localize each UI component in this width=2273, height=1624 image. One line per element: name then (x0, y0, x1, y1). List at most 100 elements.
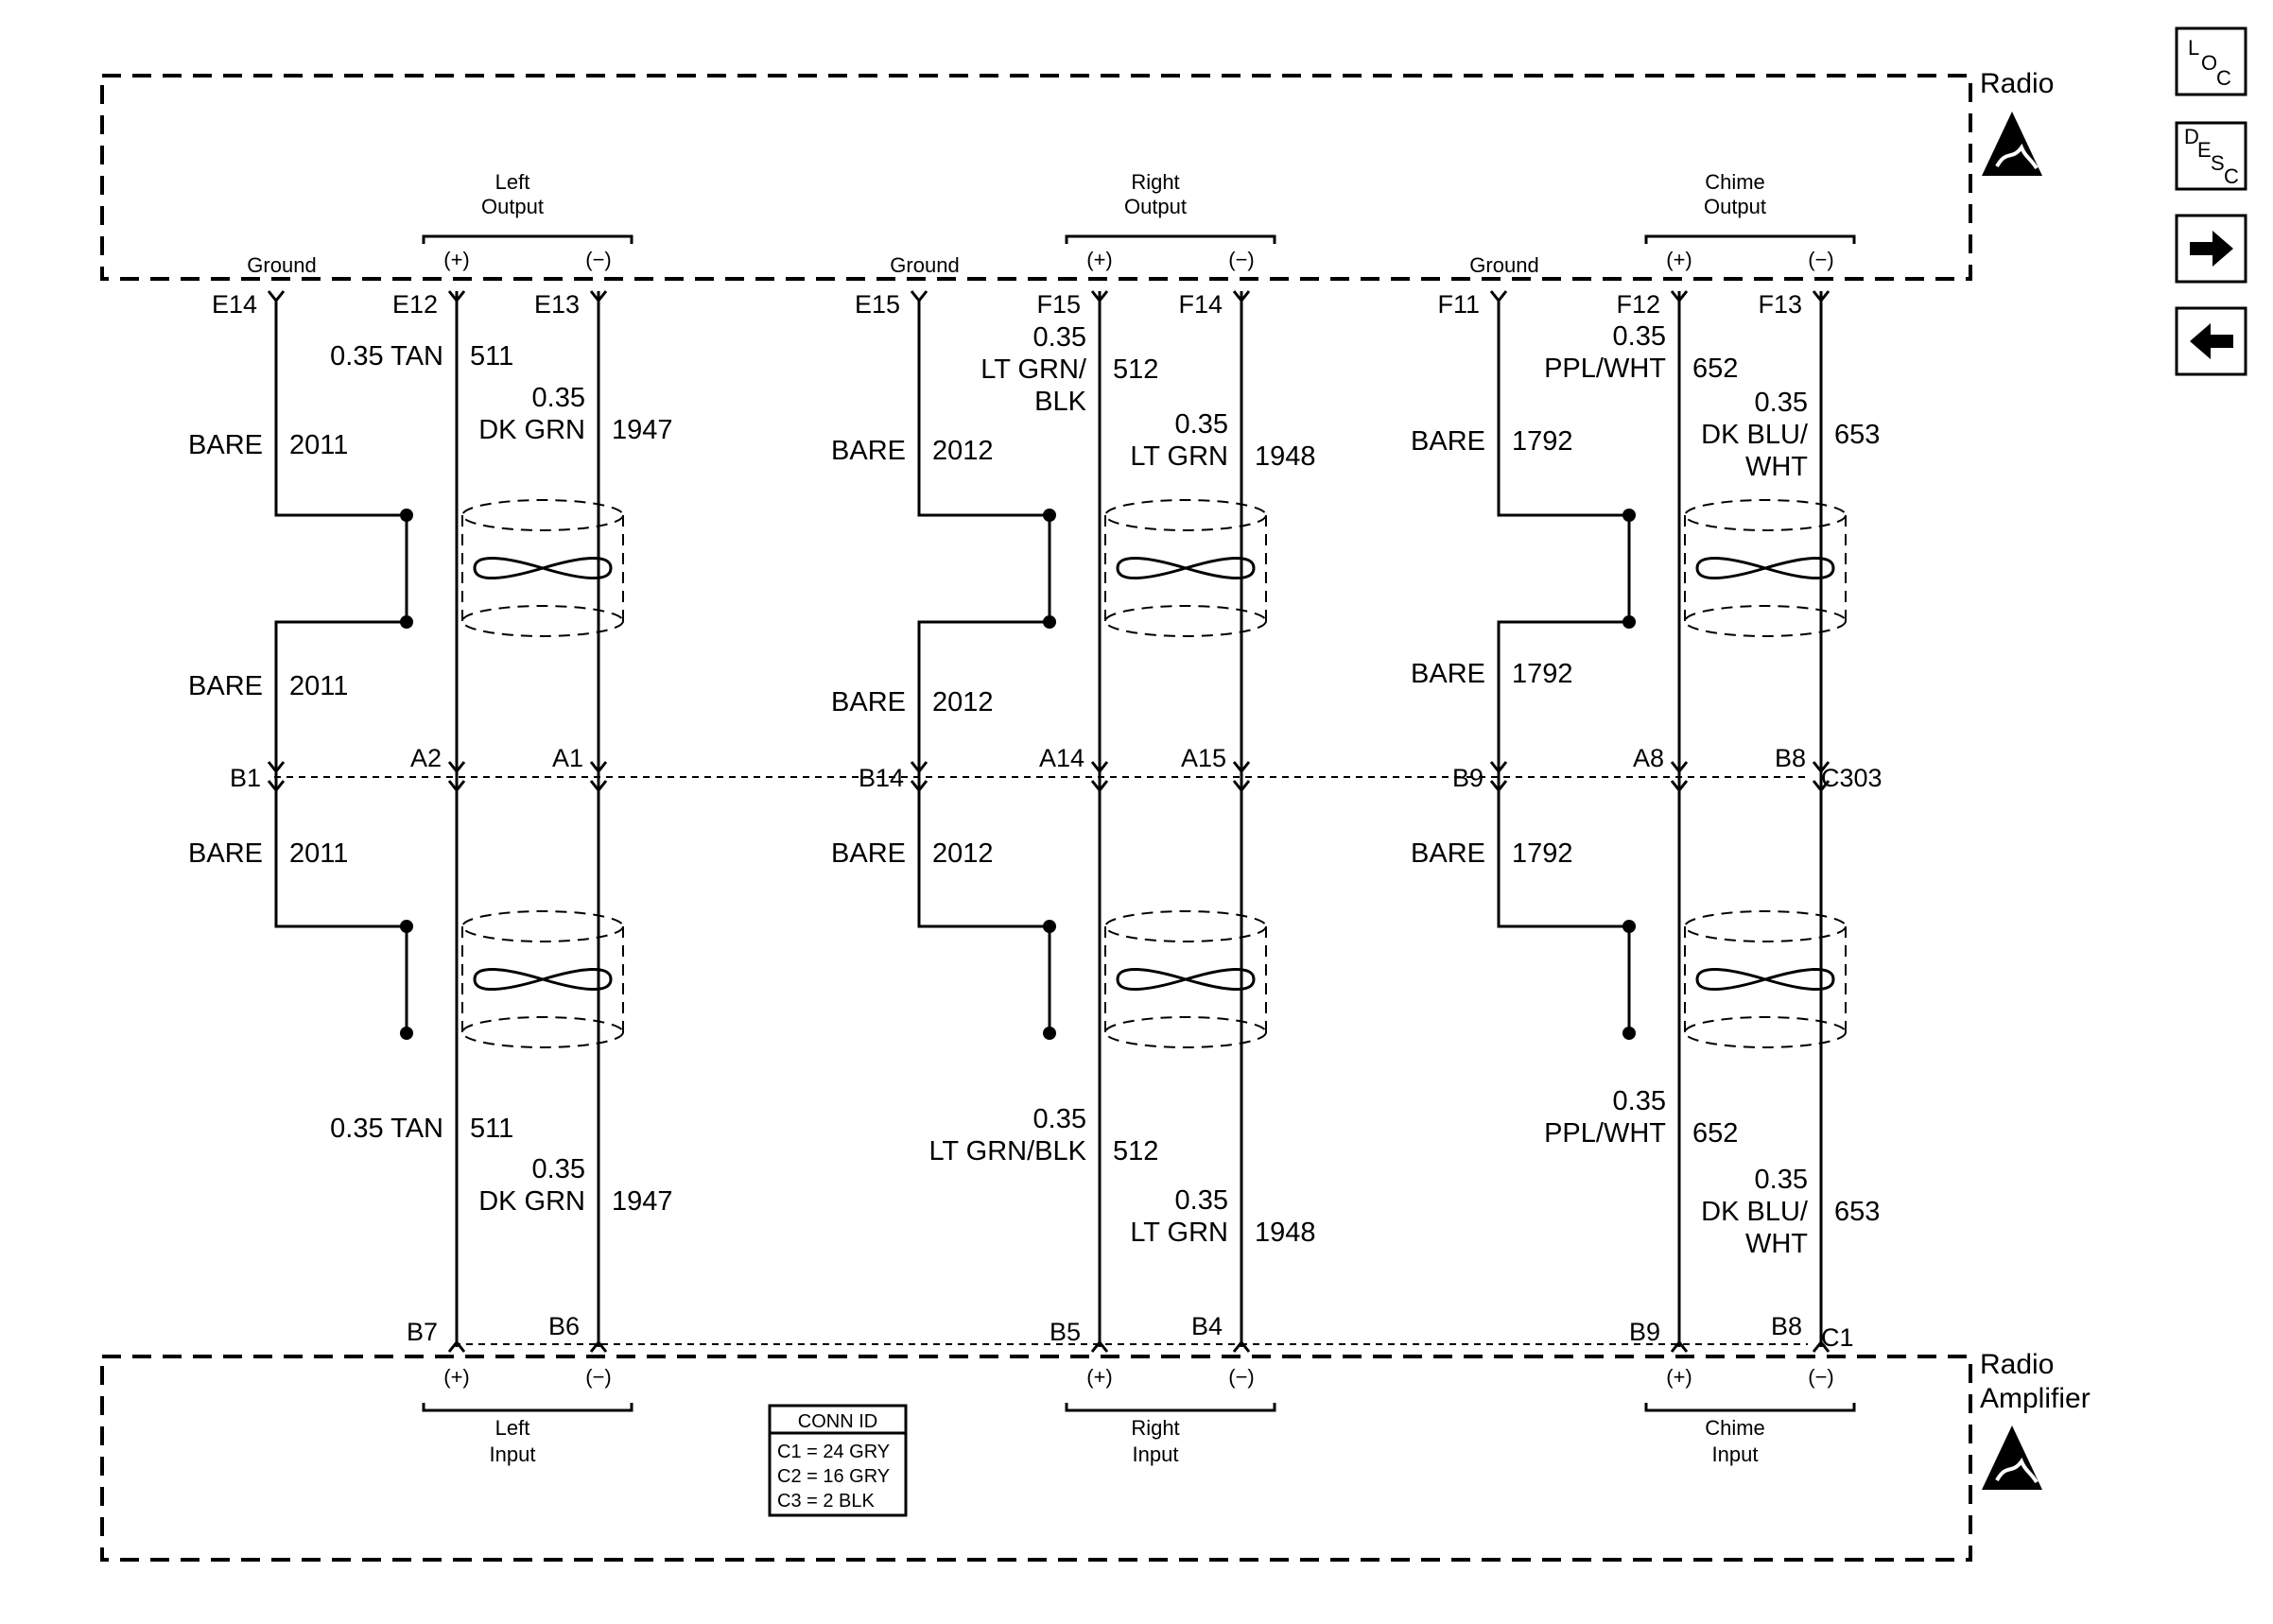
pin-label: B1 (230, 764, 261, 792)
radio-box (100, 74, 1972, 281)
connector-terminal (910, 780, 928, 793)
ground-drain-wire (917, 777, 1050, 928)
connector-terminal (447, 780, 466, 793)
shield-cylinder (1684, 499, 1847, 637)
wire-color-label: LT GRN/BLK (928, 1136, 1086, 1166)
pin-label: A8 (1633, 744, 1664, 772)
ground-drain-wire (917, 301, 1050, 517)
ground-drain-wire (1497, 301, 1629, 517)
ground-drain-wire (917, 620, 1050, 777)
wire-color-label: DK BLU/ (1701, 1197, 1809, 1227)
arrow-right-icon (2190, 231, 2233, 267)
splice-dot (1622, 1027, 1636, 1040)
svg-text:D: D (2184, 125, 2199, 148)
wire-color-label: BARE (188, 838, 263, 869)
circuit-number-label: 512 (1113, 1136, 1158, 1166)
wire-color-label: BARE (1411, 426, 1485, 457)
output-label-line2: Output (1124, 195, 1187, 218)
wire-color-label: BARE (831, 838, 906, 869)
connector-terminal (910, 290, 928, 303)
pin-label: A14 (1039, 744, 1084, 772)
connector-terminal (1670, 1339, 1689, 1353)
loc-button[interactable]: L O C (2175, 26, 2247, 96)
pin-label: F15 (1036, 290, 1081, 319)
ground-drain-wire (1497, 620, 1629, 777)
svg-text:E: E (2197, 138, 2212, 162)
connector-terminal (447, 1339, 466, 1353)
wire-color-label: PPL/WHT (1544, 354, 1666, 384)
shield-cylinder (1684, 910, 1847, 1048)
splice-dot (1622, 509, 1636, 522)
pin-label: B9 (1452, 764, 1484, 792)
wire-color-label: 0.35 (1175, 1185, 1228, 1216)
wire-color-label: BARE (188, 671, 263, 701)
twist-symbol (1116, 557, 1256, 579)
connector-terminal (447, 761, 466, 774)
esd-icon (1982, 1425, 2042, 1490)
pin-label: A15 (1181, 744, 1226, 772)
circuit-number-label: 511 (470, 1114, 513, 1144)
splice-dot (1622, 615, 1636, 629)
wire-color-label: DK GRN (478, 415, 585, 445)
wire-color-label: 0.35 (1613, 1086, 1666, 1116)
pin-label: F11 (1437, 290, 1480, 319)
conn-id-row: C2 = 16 GRY (777, 1466, 890, 1487)
wire-color-label: BARE (1411, 838, 1485, 869)
pin-label: F14 (1178, 290, 1223, 319)
minus-terminal-label: (−) (1228, 1365, 1255, 1389)
output-label-line1: Right (1131, 170, 1179, 194)
circuit-number-label: 653 (1834, 1197, 1880, 1227)
wire-color-label: 0.35 TAN (330, 341, 443, 371)
input-label-line1: Right (1131, 1416, 1179, 1440)
wire-color-label: BARE (831, 687, 906, 717)
wire-color-label: DK GRN (478, 1186, 585, 1217)
wire-color-label: 0.35 (1033, 322, 1086, 353)
connector-terminal (1489, 290, 1508, 303)
wire-color-label: 0.35 (1033, 1104, 1086, 1134)
pin-label: B14 (859, 764, 904, 792)
shield-cylinder (1104, 499, 1267, 637)
wire-color-label: 0.35 (1755, 388, 1808, 418)
connector-terminal (1090, 761, 1109, 774)
connector-terminal (1812, 761, 1831, 774)
circuit-number-label: 2012 (932, 838, 994, 869)
connector-terminal (1489, 761, 1508, 774)
connector-terminal (1812, 1339, 1831, 1353)
circuit-number-label: 1948 (1255, 1218, 1316, 1248)
splice-dot (1043, 1027, 1056, 1040)
input-bracket (422, 1403, 633, 1412)
pin-label: B9 (1629, 1318, 1660, 1346)
c303-label: C303 (1821, 764, 1883, 792)
conn-id-row: C1 = 24 GRY (777, 1442, 890, 1462)
splice-dot (1043, 509, 1056, 522)
input-bracket (1644, 1403, 1856, 1412)
pin-label: B8 (1771, 1312, 1802, 1340)
circuit-number-label: 1947 (612, 415, 673, 445)
plus-terminal-label: (+) (1666, 248, 1692, 271)
connector-terminal (1489, 780, 1508, 793)
connector-terminal (1670, 761, 1689, 774)
back-button[interactable] (2175, 306, 2247, 376)
circuit-number-label: 652 (1692, 1118, 1738, 1149)
output-bracket (1065, 234, 1276, 244)
wire-color-label: PPL/WHT (1544, 1118, 1666, 1149)
forward-button[interactable] (2175, 214, 2247, 284)
pin-label: E15 (855, 290, 900, 319)
amplifier-label-line2: Amplifier (1980, 1383, 2091, 1414)
pin-label: F12 (1616, 290, 1660, 319)
shield-cylinder (461, 910, 624, 1048)
shield-cylinder (1104, 910, 1267, 1048)
input-label-line1: Left (495, 1416, 530, 1440)
circuit-number-label: 2012 (932, 687, 994, 717)
conn-id-row: C3 = 2 BLK (777, 1491, 876, 1512)
wire-color-label: 0.35 (532, 383, 585, 413)
connector-terminal (1090, 780, 1109, 793)
desc-button[interactable]: D E S C (2175, 121, 2247, 191)
svg-text:C: C (2216, 66, 2231, 90)
connector-terminal (1232, 780, 1251, 793)
radio-amplifier-box (100, 1355, 1972, 1562)
circuit-number-label: 2012 (932, 436, 994, 466)
wire-color-label: LT GRN (1130, 441, 1228, 472)
